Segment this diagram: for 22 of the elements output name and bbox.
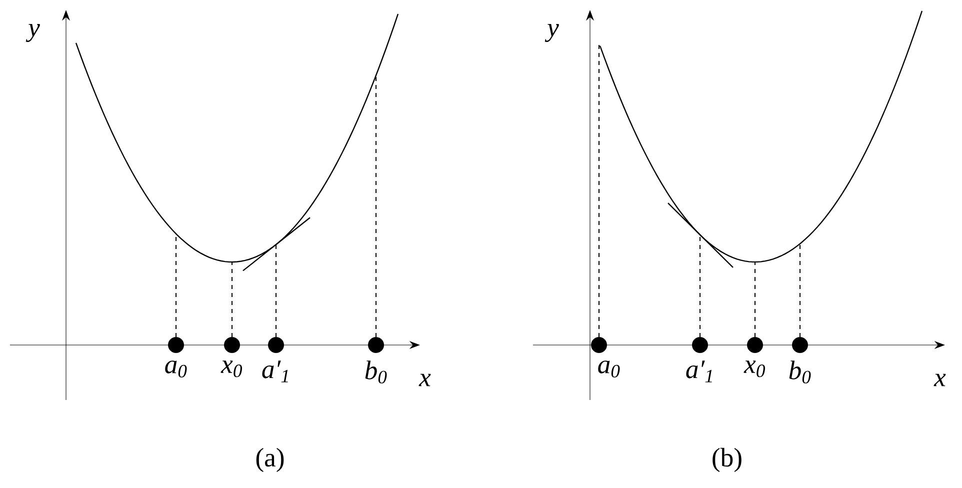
point-label: b$_{0}$ [789, 360, 811, 384]
point-dot [268, 337, 284, 353]
point-dot [368, 337, 384, 353]
point-label: x$_{0}$ [744, 360, 766, 378]
point-dot [224, 337, 240, 353]
axis-label: y [26, 24, 40, 42]
point-label: a′$_{1}$ [262, 360, 288, 382]
point-dot [747, 337, 763, 353]
point-dot [591, 337, 607, 353]
panel-caption: (a) [256, 448, 284, 472]
point-dot [168, 337, 184, 353]
point-dot [792, 337, 808, 353]
point-label: x$_{0}$ [220, 360, 242, 378]
point-dot [692, 337, 708, 353]
point-label: a′$_{1}$ [686, 360, 712, 382]
axis-label: x [418, 374, 431, 386]
axis-label: x [934, 374, 946, 386]
point-label: a$_{0}$ [598, 360, 620, 378]
panel-caption: (b) [712, 448, 742, 472]
point-label: b$_{0}$ [365, 360, 387, 384]
axis-label: y [544, 24, 559, 42]
point-label: a$_{0}$ [165, 360, 187, 378]
